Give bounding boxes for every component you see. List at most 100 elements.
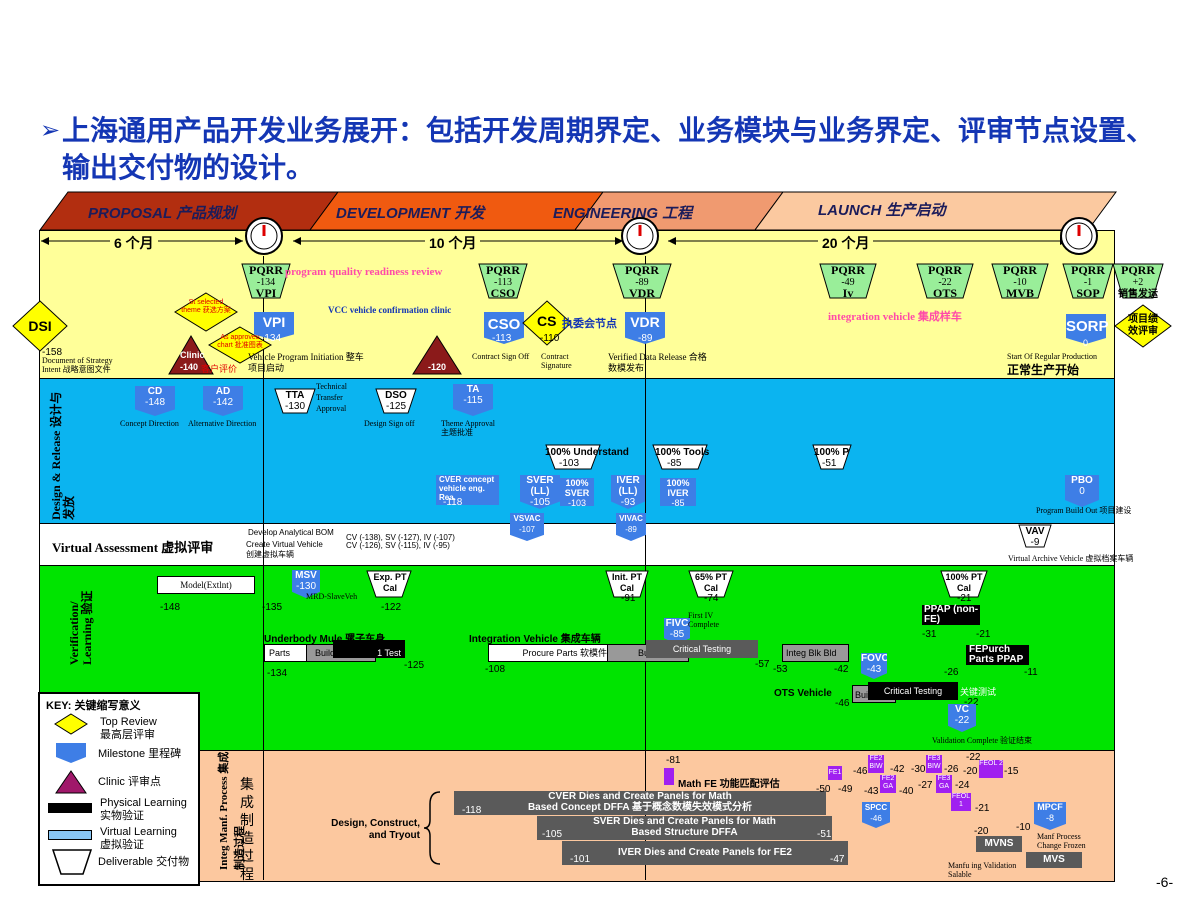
- clinic-num: -140: [180, 362, 199, 372]
- dsi-text: Document of Strategy Intent 战略意图文件: [42, 356, 113, 374]
- dso-label: DSO-125: [385, 390, 407, 412]
- cvv-text: Create Virtual Vehicle: [246, 540, 323, 549]
- feol2-marker: FEOL 2: [979, 760, 1003, 778]
- cso-label: CSO: [487, 316, 521, 333]
- cs-note: 执委会节点: [562, 318, 617, 330]
- msv-text: MRD-SlaveVeh: [306, 592, 358, 601]
- p100pt-deliverable: [940, 570, 988, 598]
- manf-n47: -47: [830, 854, 845, 865]
- manf-n42: -42: [890, 764, 905, 775]
- dso-deliverable: [375, 388, 417, 414]
- vav-text: Virtual Archive Vehicle 虚拟档案车辆: [1008, 554, 1134, 563]
- p65-label: 65% PT Cal: [694, 572, 727, 593]
- sorp-text: Start Of Regular Production: [1007, 352, 1097, 361]
- pbo-text: Program Build Out 项目建设: [1036, 506, 1132, 515]
- theme-diamond: [174, 292, 238, 332]
- key-milestone-icon: [56, 743, 86, 763]
- manf-n43: -43: [864, 786, 879, 797]
- mathfe-label: Math FE 功能匹配评估: [678, 779, 780, 790]
- ppap-num: -31: [922, 629, 937, 640]
- fe1-marker: FE1: [828, 766, 842, 780]
- mvns-text: Manfu ing Validation Salable: [948, 861, 1017, 879]
- vpi-num: -134: [261, 333, 282, 344]
- sorp-num: 0: [1083, 338, 1089, 348]
- tta-text: Technical Transfer Approval: [316, 382, 347, 413]
- virtual-row-label: Virtual Assessment 虚拟评审: [52, 540, 214, 555]
- key-virtual-icon: [48, 830, 92, 840]
- phase-engineering: ENGINEERING 工程: [553, 205, 693, 222]
- duration-10: 10 个月: [425, 233, 481, 253]
- fe3biw-marker: FE3 BIW: [926, 755, 942, 773]
- ots-n46: -46: [835, 698, 850, 709]
- mule-label: Underbody Mule 骡子车身: [264, 634, 386, 645]
- u100-label: 100% Understand-103: [545, 447, 629, 469]
- verify-row-label: Verification/ Learning 验证: [67, 590, 94, 665]
- ad-text: Alternative Direction: [188, 419, 257, 428]
- key-milestone: Milestone 里程碑: [98, 748, 182, 760]
- sorp-label: SORP: [1066, 318, 1109, 335]
- ppap-box: PPAP (non-FE): [922, 604, 980, 625]
- clinic-triangle-1: [168, 335, 214, 375]
- exp-num: -122: [381, 602, 402, 613]
- manf-n21: -21: [975, 803, 990, 814]
- cvv-cn: 创建虚拟车辆: [246, 550, 294, 559]
- bullet-arrow-icon: ➢: [40, 117, 61, 144]
- init-deliverable: [605, 570, 649, 598]
- fovc-milestone: FOVC-43: [861, 653, 887, 679]
- manf-n40: -40: [899, 786, 914, 797]
- mathfe-marker: [664, 768, 674, 785]
- ppap-num2: -21: [976, 629, 991, 640]
- vpi-label: VPI: [262, 314, 286, 330]
- feol1-marker: FEOL 1: [951, 793, 971, 811]
- integ-label: Integration Vehicle 集成车辆: [469, 634, 601, 645]
- ta-text: Theme Approval 主题批准: [441, 419, 495, 437]
- integblk-n53: -53: [773, 664, 788, 675]
- duration-20: 20 个月: [818, 233, 874, 253]
- cver-num: -118: [443, 497, 463, 508]
- vdr-label: VDR: [630, 314, 660, 330]
- clinic-triangle-2: [412, 335, 462, 375]
- manf-n46: -46: [853, 766, 868, 777]
- fivc-text: First IV Complete: [688, 611, 720, 629]
- manf-n22: -22: [966, 752, 981, 763]
- ad-milestone: AD-142: [203, 386, 243, 416]
- manf-n20: -20: [963, 766, 978, 777]
- vc-text: Validation Complete 验证结束: [932, 736, 1032, 745]
- init-label: Init. PT Cal: [612, 572, 642, 593]
- p100-label: 100% P-51: [814, 447, 850, 469]
- integblk-box: Integ Blk Bld: [782, 644, 849, 662]
- bom-text: Develop Analytical BOM: [248, 528, 334, 537]
- vdr-milestone: [625, 312, 665, 344]
- phase-development: DEVELOPMENT 开发: [336, 205, 485, 222]
- cso-num: -113: [492, 333, 512, 344]
- design-row-label: Design & Release 设计与发放: [49, 391, 76, 520]
- perf-label: 项目绩效评审: [1128, 314, 1158, 337]
- p100pt-num: -21: [957, 593, 972, 604]
- manf-n118: -118: [462, 805, 482, 816]
- sorp-cn: 正常生产开始: [1007, 363, 1080, 377]
- dsi-num: -158: [42, 347, 63, 358]
- brace-icon: [423, 791, 441, 865]
- mpcf-milestone: MPCF-8: [1034, 802, 1066, 830]
- approved-diamond: [208, 326, 272, 364]
- perf-diamond: [1114, 304, 1172, 348]
- sver100-box: 100% SVER-103: [560, 478, 594, 508]
- key-diamond-icon: [54, 713, 88, 735]
- cs-num: -110: [540, 333, 560, 344]
- page-number: -6-: [1156, 874, 1174, 890]
- p100-deliverable: [812, 444, 852, 470]
- ta-milestone: TA-115: [453, 384, 493, 416]
- manf-n50: -50: [816, 784, 831, 795]
- t100-label: 100% Tools-85: [655, 447, 710, 469]
- phase-banner: [39, 191, 1117, 231]
- vdr-num: -89: [638, 333, 653, 344]
- theme-label: St selected theme 获选方案: [181, 299, 231, 314]
- vdr-text: Verified Data Release 合格数模发布: [608, 352, 707, 373]
- iver100-box: 100% IVER-85: [660, 478, 696, 508]
